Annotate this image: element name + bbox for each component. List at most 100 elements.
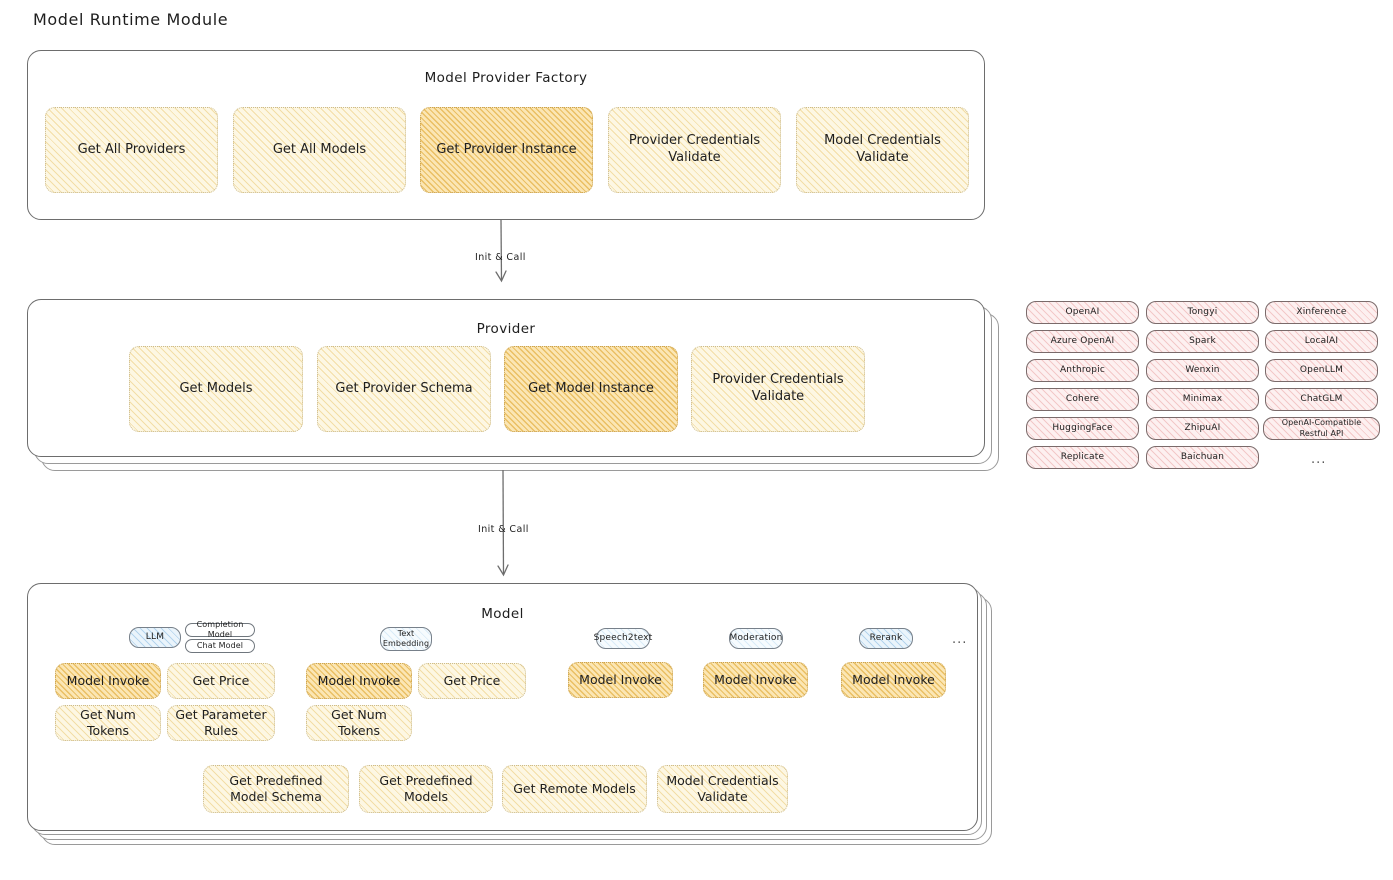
model-shared-method-get-remote-models[interactable]: Get Remote Models (502, 765, 647, 813)
provider-item-get-models[interactable]: Get Models (129, 346, 303, 432)
provider-chip-openai[interactable]: OpenAI (1026, 301, 1139, 324)
model-shared-method-get-predefined-model-schema[interactable]: Get Predefined Model Schema (203, 765, 349, 813)
provider-chip-label: LocalAI (1304, 335, 1339, 346)
model-subbadge-label: Chat Model (196, 640, 244, 650)
model-method-label: Model Invoke (714, 672, 797, 687)
arrow-factory-to-provider (470, 219, 550, 300)
model-type-badge-llm[interactable]: LLM (129, 627, 181, 648)
model-method-label: Model Invoke (317, 673, 401, 688)
provider-chip-label: Xinference (1296, 306, 1347, 317)
arrow-down-icon (495, 219, 507, 283)
provider-chip-openai-compatible-restful-api[interactable]: OpenAI-Compatible Restful API (1263, 417, 1380, 440)
model-shared-method-model-credentials-validate[interactable]: Model Credentials Validate (657, 765, 788, 813)
factory-item-label: Get Provider Instance (436, 141, 577, 157)
model-method-label: Get Num Tokens (331, 707, 387, 738)
model-method-label: Get Price (192, 673, 250, 688)
model-method-text-embedding-get-num-tokens[interactable]: Get Num Tokens (306, 705, 412, 741)
model-shared-method-label: Get Predefined Model Schema (229, 773, 323, 804)
model-method-label: Get Parameter Rules (175, 707, 267, 738)
model-shared-method-get-predefined-models[interactable]: Get Predefined Models (359, 765, 493, 813)
provider-item-get-provider-schema[interactable]: Get Provider Schema (317, 346, 491, 432)
model-shared-method-label: Get Predefined Models (379, 773, 473, 804)
provider-chip-tongyi[interactable]: Tongyi (1146, 301, 1259, 324)
arrow-provider-to-model (470, 469, 550, 585)
model-method-label: Model Invoke (579, 672, 662, 687)
provider-chip-label: Tongyi (1187, 306, 1218, 317)
provider-chip-label: ChatGLM (1300, 393, 1343, 404)
model-type-badge-label: Speech2text (593, 632, 653, 643)
factory-item-label: Get All Models (272, 141, 367, 157)
arrow-down-icon (497, 469, 509, 577)
factory-item-get-provider-instance[interactable]: Get Provider Instance (420, 107, 593, 193)
model-method-label: Model Invoke (66, 673, 150, 688)
provider-item-provider-credentials-validate[interactable]: Provider Credentials Validate (691, 346, 865, 432)
model-method-text-embedding-model-invoke[interactable]: Model Invoke (306, 663, 412, 699)
provider-chip-label: HuggingFace (1052, 422, 1113, 433)
provider-chip-anthropic[interactable]: Anthropic (1026, 359, 1139, 382)
factory-title: Model Provider Factory (424, 70, 588, 86)
provider-chip-baichuan[interactable]: Baichuan (1146, 446, 1259, 469)
factory-item-label: Provider Credentials Validate (628, 133, 761, 165)
model-type-badge-moderation[interactable]: Moderation (729, 628, 783, 649)
provider-list-more: ... (1311, 452, 1327, 467)
provider-chip-label: Baichuan (1180, 451, 1225, 462)
provider-chip-label: OpenAI (1065, 306, 1100, 317)
provider-chip-chatglm[interactable]: ChatGLM (1265, 388, 1378, 411)
model-method-speech2text-model-invoke[interactable]: Model Invoke (568, 662, 673, 698)
provider-chip-label: Anthropic (1059, 364, 1106, 375)
provider-chip-xinference[interactable]: Xinference (1265, 301, 1378, 324)
model-type-badge-rerank[interactable]: Rerank (859, 628, 913, 649)
model-method-llm-get-price[interactable]: Get Price (167, 663, 275, 699)
provider-chip-replicate[interactable]: Replicate (1026, 446, 1139, 469)
provider-chip-label: Wenxin (1185, 364, 1220, 375)
provider-chip-localai[interactable]: LocalAI (1265, 330, 1378, 353)
provider-item-label: Get Models (179, 380, 253, 396)
arrow-label-init-and-call-2: Init & Call (478, 524, 529, 535)
model-title: Model (481, 606, 524, 622)
model-type-badge-label: Rerank (869, 632, 903, 643)
factory-item-label: Get All Providers (77, 141, 186, 157)
model-type-badge-speech2text[interactable]: Speech2text (593, 628, 653, 649)
model-method-text-embedding-get-price[interactable]: Get Price (418, 663, 526, 699)
provider-item-get-model-instance[interactable]: Get Model Instance (504, 346, 678, 432)
model-method-llm-get-num-tokens[interactable]: Get Num Tokens (55, 705, 161, 741)
provider-chip-label: OpenLLM (1299, 364, 1344, 375)
factory-item-provider-credentials-validate[interactable]: Provider Credentials Validate (608, 107, 781, 193)
model-method-label: Get Num Tokens (80, 707, 136, 738)
model-subbadge-completion-model[interactable]: Completion Model (185, 619, 255, 639)
model-subbadge-label: Completion Model (196, 619, 244, 639)
model-method-label: Get Price (443, 673, 501, 688)
provider-chip-label: OpenAI-Compatible Restful API (1281, 418, 1362, 438)
provider-chip-huggingface[interactable]: HuggingFace (1026, 417, 1139, 440)
model-shared-method-label: Model Credentials Validate (666, 773, 779, 804)
provider-title: Provider (476, 321, 536, 337)
provider-chip-openllm[interactable]: OpenLLM (1265, 359, 1378, 382)
arrow-label-init-and-call-1: Init & Call (475, 252, 526, 263)
provider-chip-minimax[interactable]: Minimax (1146, 388, 1259, 411)
factory-item-label: Model Credentials Validate (824, 133, 941, 165)
provider-chip-spark[interactable]: Spark (1146, 330, 1259, 353)
model-types-more: ... (952, 632, 968, 647)
model-method-llm-get-parameter-rules[interactable]: Get Parameter Rules (167, 705, 275, 741)
provider-chip-zhipuai[interactable]: ZhipuAI (1146, 417, 1259, 440)
provider-chip-cohere[interactable]: Cohere (1026, 388, 1139, 411)
model-method-moderation-model-invoke[interactable]: Model Invoke (703, 662, 808, 698)
provider-item-label: Get Provider Schema (335, 380, 473, 396)
factory-item-get-all-providers[interactable]: Get All Providers (45, 107, 218, 193)
provider-item-label: Provider Credentials Validate (712, 372, 844, 404)
provider-chip-label: Cohere (1065, 393, 1100, 404)
model-method-llm-model-invoke[interactable]: Model Invoke (55, 663, 161, 699)
model-subbadge-chat-model[interactable]: Chat Model (185, 639, 255, 653)
provider-chip-azure-openai[interactable]: Azure OpenAI (1026, 330, 1139, 353)
model-method-label: Model Invoke (852, 672, 935, 687)
provider-chip-label: Spark (1189, 335, 1216, 346)
provider-item-label: Get Model Instance (528, 380, 654, 396)
model-type-badge-text-embedding[interactable]: Text Embedding (380, 627, 432, 651)
factory-item-model-credentials-validate[interactable]: Model Credentials Validate (796, 107, 969, 193)
model-type-badge-label: Text Embedding (382, 628, 430, 648)
model-type-badge-label: LLM (145, 631, 165, 642)
factory-item-get-all-models[interactable]: Get All Models (233, 107, 406, 193)
model-type-badge-label: Moderation (729, 632, 783, 643)
provider-chip-wenxin[interactable]: Wenxin (1146, 359, 1259, 382)
model-method-rerank-model-invoke[interactable]: Model Invoke (841, 662, 946, 698)
